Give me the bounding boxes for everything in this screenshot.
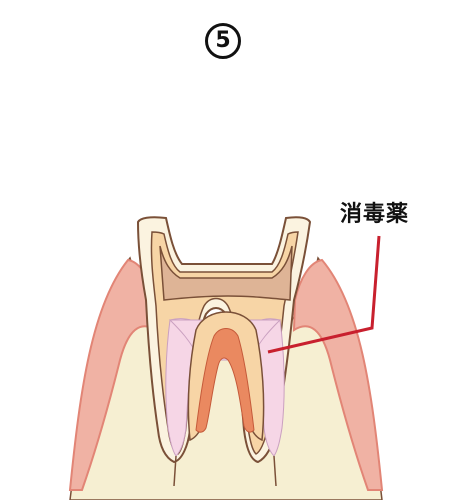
callout-label: 消毒薬: [340, 202, 410, 227]
pulp: [195, 328, 255, 433]
root-tip-right: [273, 455, 277, 487]
callout-leader-line: [267, 235, 381, 354]
step-number: 5: [215, 28, 231, 53]
root-tip-left: [173, 455, 177, 487]
step-number-badge: 5: [205, 23, 241, 59]
temporary-filling: [159, 245, 293, 301]
